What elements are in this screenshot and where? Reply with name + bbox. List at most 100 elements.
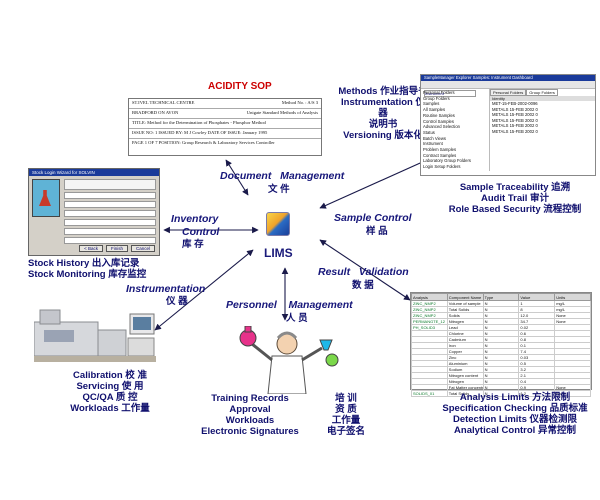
training-line-4: Electronic Signatures [201, 426, 299, 437]
module-result-validation: Result Validation [318, 266, 409, 278]
tab-personal-folders[interactable]: Personal Folders [490, 89, 527, 96]
methods-line-3: 说明书 [368, 119, 398, 130]
calibration-line-2: Servicing 使 用 [76, 381, 144, 392]
stock-line-2: Stock Monitoring 库存监控 [28, 269, 147, 280]
grid-cell: Fat Matter concentration [446, 384, 484, 391]
traceability-line-3: Role Based Security 流程控制 [448, 204, 582, 215]
dialog-field-2[interactable] [64, 201, 156, 208]
flask-icon [32, 179, 60, 217]
dialog-field-6[interactable] [64, 237, 156, 244]
list-item[interactable]: METALS 15-FEB 2002 0 [492, 123, 538, 129]
list-item[interactable]: MET-15-FEB-2002-0096 [492, 101, 538, 106]
calibration-line-1: Calibration 校 准 [73, 370, 147, 381]
list-item[interactable]: METALS 15-FEB 2002 0 [492, 128, 538, 134]
list-item[interactable]: METALS 15-FEB 2002 0 [492, 117, 538, 123]
dialog-finish-button[interactable]: Finish [105, 245, 128, 252]
traceability-line-1: Sample Traceability 追溯 [459, 182, 571, 193]
dialog-back-button[interactable]: < Back [79, 245, 103, 252]
training-cn-line-1: 培 训 [335, 393, 357, 404]
arrow-document [225, 159, 249, 196]
training-line-2: Approval [229, 404, 271, 415]
module-result-cn: 数 据 [352, 280, 374, 291]
tree-item[interactable]: Problem Samples [423, 147, 457, 153]
tree-item[interactable]: Personal Folders [423, 90, 455, 95]
tab-group-folders[interactable]: Group Folders [526, 89, 558, 96]
tree-item[interactable]: Batch Views [423, 135, 446, 141]
tree-item[interactable]: Group Folders [423, 95, 450, 101]
grid-header[interactable]: Type [482, 293, 520, 301]
tree-item[interactable]: Advanced Selection [423, 124, 461, 130]
dialog-field-3[interactable] [64, 210, 156, 217]
explorer-list-header: Identity [490, 96, 595, 101]
tree-item[interactable]: All Samples [423, 107, 446, 113]
training-caption: Training Records Approval Workloads Elec… [200, 393, 300, 437]
sop-issue-line: ISSUE NO: 1 ISSUED BY: M J Cowley DATE O… [129, 129, 321, 139]
calibration-line-4: Workloads 工作量 [70, 403, 150, 414]
dialog-field-4[interactable] [64, 219, 156, 226]
analysis-line-3: Detection Limits 仪器检测限 [452, 414, 578, 425]
training-cn-caption: 培 训 资 质 工作量 电子签名 [318, 393, 374, 437]
lims-logo-icon [266, 212, 290, 236]
methods-line-1: Methods 作业指导书 [338, 86, 428, 97]
grid-header[interactable]: Component Name [446, 293, 484, 301]
explorer-titlebar: SampleManager Explorer Samples: Instrume… [421, 75, 595, 81]
instrument-photo [33, 300, 156, 366]
sample-explorer-window: SampleManager Explorer Samples: Instrume… [420, 74, 596, 176]
dialog-cancel-button[interactable]: Cancel [130, 245, 155, 252]
tree-item[interactable]: Login Setup Folders [423, 164, 461, 170]
list-item[interactable]: METALS 15-FEB 2002 0 [492, 112, 538, 118]
module-document-cn: 文 件 [268, 184, 290, 195]
methods-line-4: Versioning 版本化 [343, 130, 423, 141]
analysis-caption: Analysis Limits 方法限制 Specification Check… [440, 392, 590, 436]
stock-line-1: Stock History 出入库记录 [28, 258, 140, 269]
module-inventory-control: Inventory Control [171, 213, 220, 238]
sop-title: ACIDITY SOP [208, 81, 272, 92]
tree-item[interactable]: Contract Samples [423, 152, 457, 158]
sop-document: ST.IVEL TECHNICAL CENTRE Method No. : A/… [128, 98, 322, 156]
arrow-sample [319, 154, 439, 209]
sop-header-right: Unigate Standard Methods of Analysis [246, 110, 318, 115]
module-inventory-cn: 库 存 [182, 239, 204, 250]
module-instrumentation-cn: 仪 器 [166, 296, 188, 307]
module-instrumentation: Instrumentation [126, 283, 206, 295]
sop-header-left2: BRADFORD ON AVON [132, 110, 179, 115]
grid-header[interactable]: Units [554, 293, 591, 301]
dialog-titlebar: Stock Login Wizard for SOLVIN [29, 169, 159, 176]
traceability-line-2: Audit Trail 审计 [480, 193, 550, 204]
grid-cell: None [554, 390, 591, 397]
arrow-instrument [154, 249, 254, 331]
dialog-field-5[interactable] [64, 228, 156, 235]
grid-cell: Volume of sample [446, 300, 484, 307]
grid-header[interactable]: Value [518, 293, 556, 301]
dialog-field-1[interactable] [64, 192, 156, 199]
scientist-illustration [232, 325, 342, 395]
stock-caption: Stock History 出入库记录 Stock Monitoring 库存监… [28, 258, 146, 280]
sop-method-no: Method No. : A/S 3 [281, 100, 318, 105]
tree-item[interactable]: Control Samples [423, 118, 454, 124]
training-line-3: Workloads [225, 415, 275, 426]
tree-item[interactable]: Samples [423, 101, 440, 107]
tree-item[interactable]: Instrument [423, 141, 443, 147]
tree-item[interactable]: Routine Samples [423, 112, 455, 118]
list-item[interactable]: METALS 15-FEB 2002 0 [492, 106, 538, 112]
methods-caption: Methods 作业指导书 Instrumentation 仪器 说明书 Ver… [338, 86, 428, 141]
training-cn-line-3: 工作量 [331, 415, 361, 426]
tree-item[interactable]: Status [423, 129, 435, 135]
explorer-combo[interactable]: Instrument [424, 90, 476, 97]
stock-login-dialog: Stock Login Wizard for SOLVIN < Back Fin… [28, 168, 160, 256]
grid-header[interactable]: Analysis [411, 293, 448, 301]
module-personnel-cn: 人 员 [286, 313, 308, 324]
grid-cell: Nitrogen content [446, 372, 484, 379]
training-line-1: Training Records [211, 393, 289, 404]
module-sample-control: Sample Control [334, 212, 412, 224]
tree-item[interactable]: Laboratory Group Folders [423, 158, 471, 164]
